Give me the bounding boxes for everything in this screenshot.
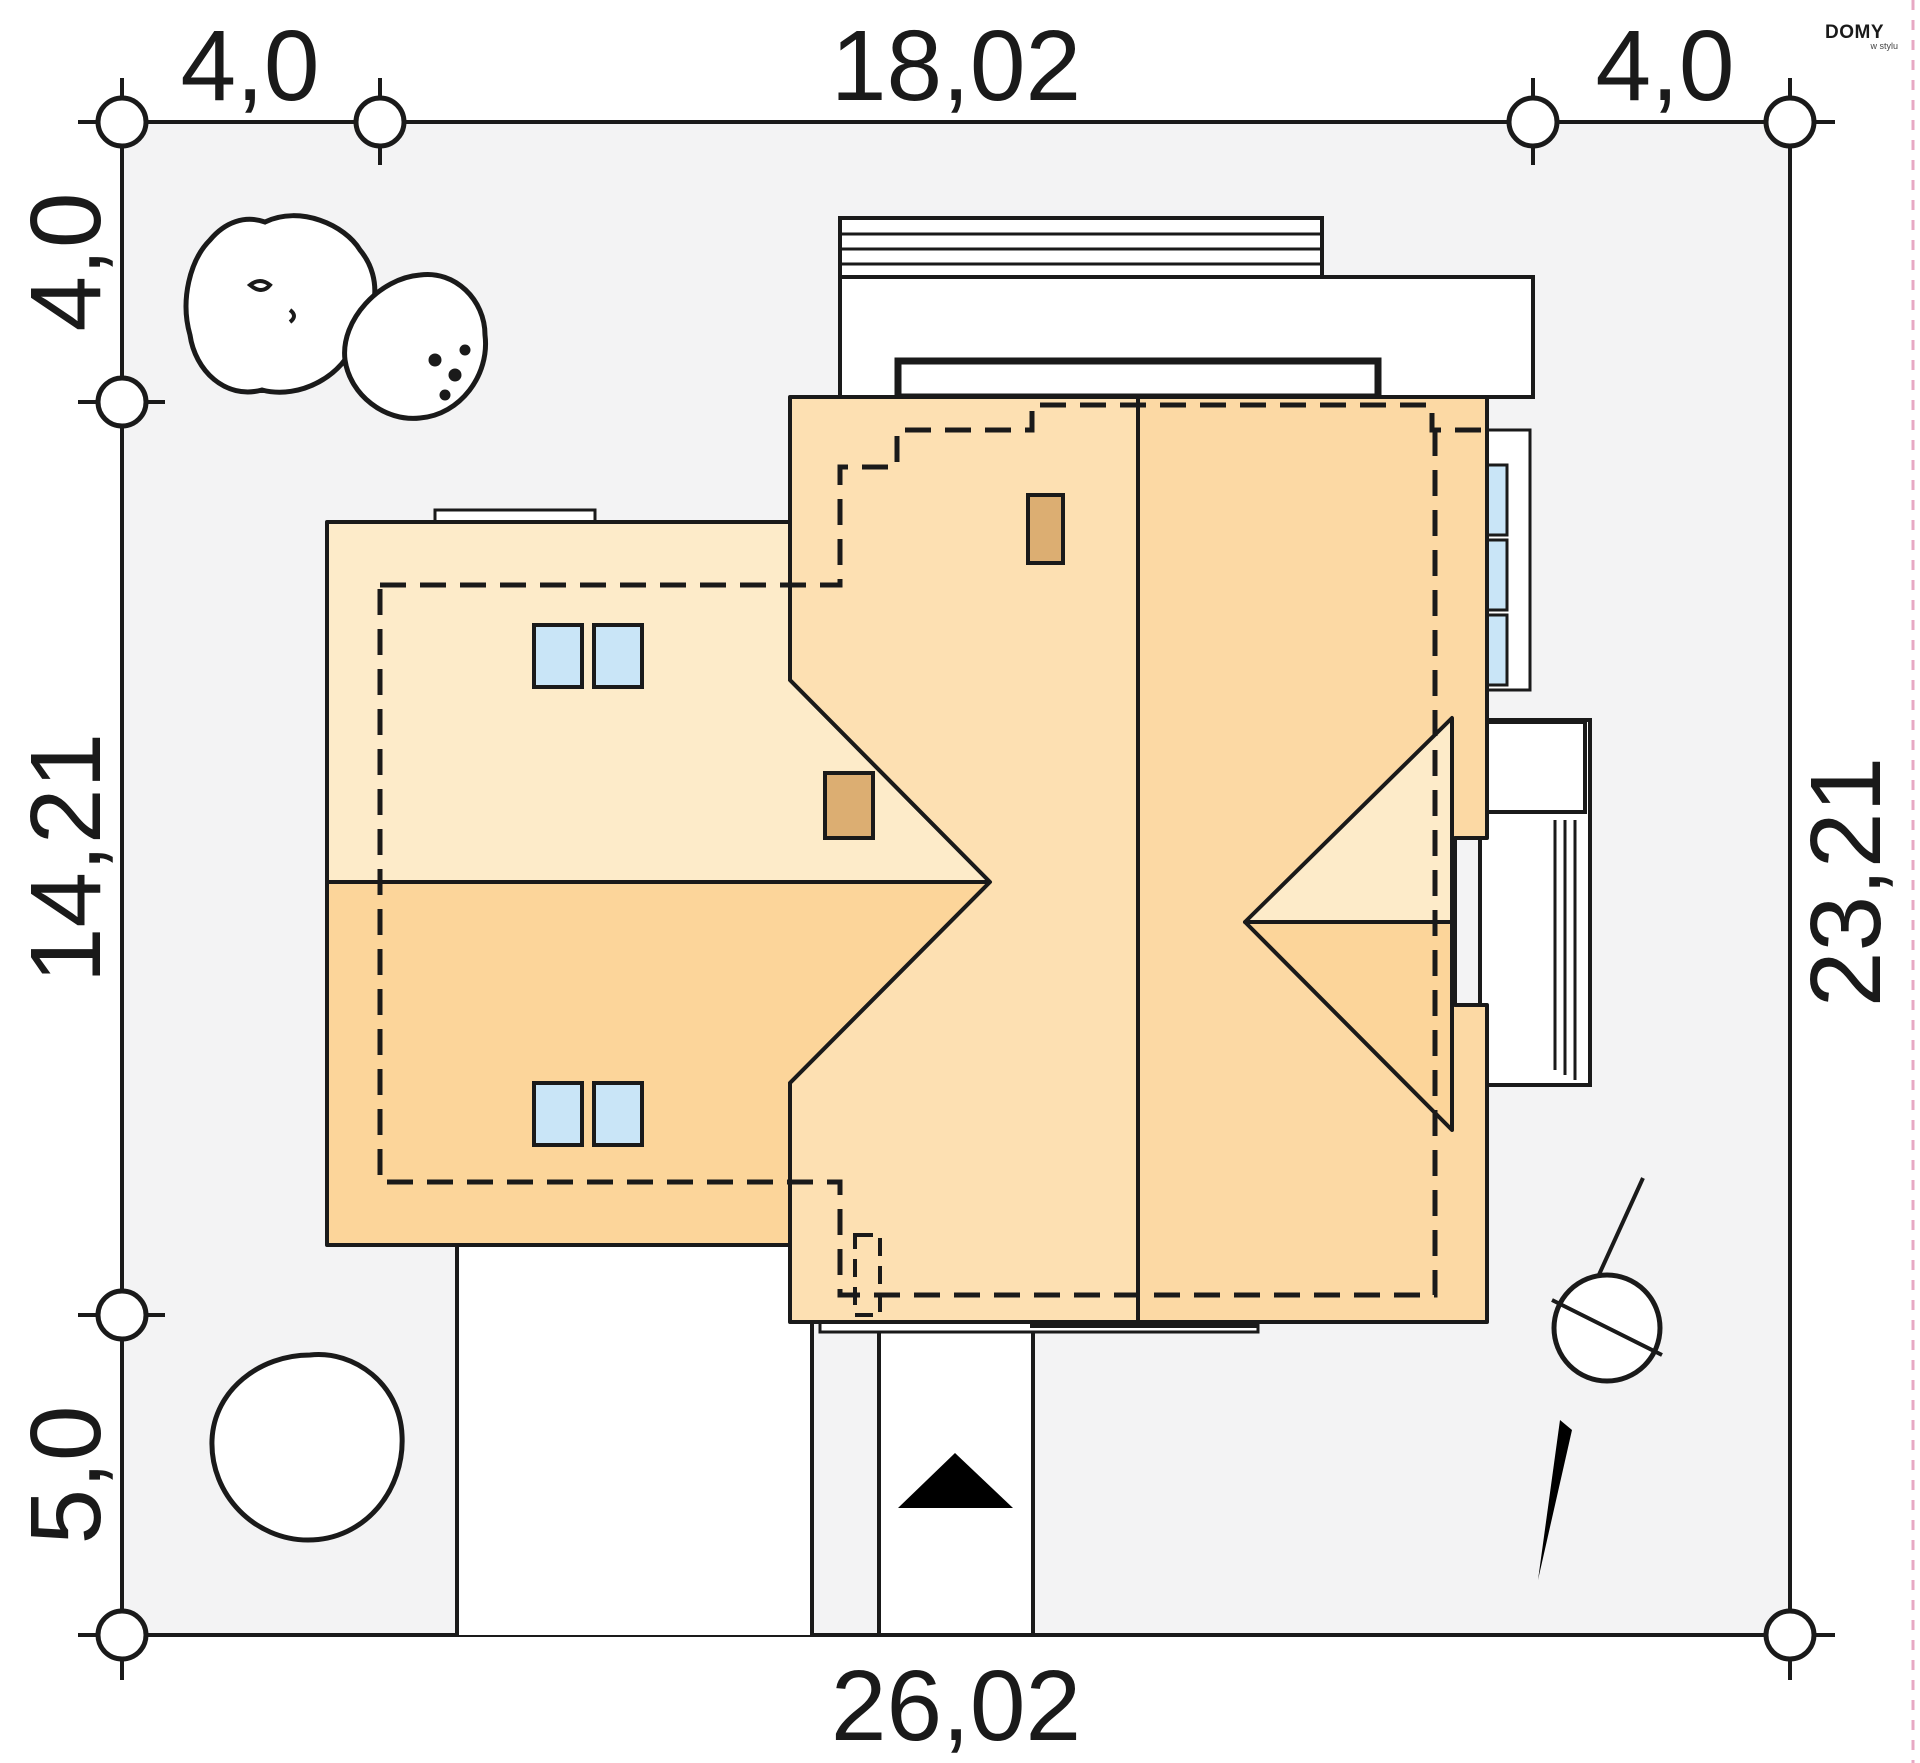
tree-icon	[209, 1352, 405, 1543]
dormer-lower	[1243, 920, 1454, 1132]
dim-left-middle: 14,21	[10, 733, 122, 983]
north-arrow-icon	[1538, 1177, 1663, 1580]
wall-outline-dashed	[377, 402, 1487, 1298]
roof-window	[532, 623, 584, 689]
tree-icon	[342, 271, 489, 421]
roof-window	[592, 623, 644, 689]
dim-right: 23,21	[1790, 757, 1902, 1007]
roof-window	[592, 1081, 644, 1147]
dim-bottom: 26,02	[831, 1650, 1081, 1762]
dim-left-upper: 4,0	[10, 192, 122, 331]
dim-left-lower: 5,0	[10, 1405, 122, 1544]
brand-logo: DOMY	[1825, 22, 1884, 43]
dim-top-middle: 18,02	[831, 10, 1081, 122]
roof-window	[532, 1081, 584, 1147]
dim-top-left: 4,0	[180, 10, 319, 122]
tree-icon	[183, 213, 378, 395]
stair-outline-dashed	[853, 1233, 882, 1317]
chimney	[823, 771, 875, 840]
dim-top-right: 4,0	[1595, 10, 1734, 122]
entry-arrow-icon	[898, 1453, 1013, 1508]
terrace-beam	[894, 357, 1382, 401]
dimension-nodes	[95, 95, 1817, 1662]
brand-logo-sub: w stylu	[1870, 41, 1898, 51]
chimney	[1026, 493, 1065, 565]
porch-box	[1483, 720, 1587, 814]
driveway	[457, 1242, 812, 1635]
